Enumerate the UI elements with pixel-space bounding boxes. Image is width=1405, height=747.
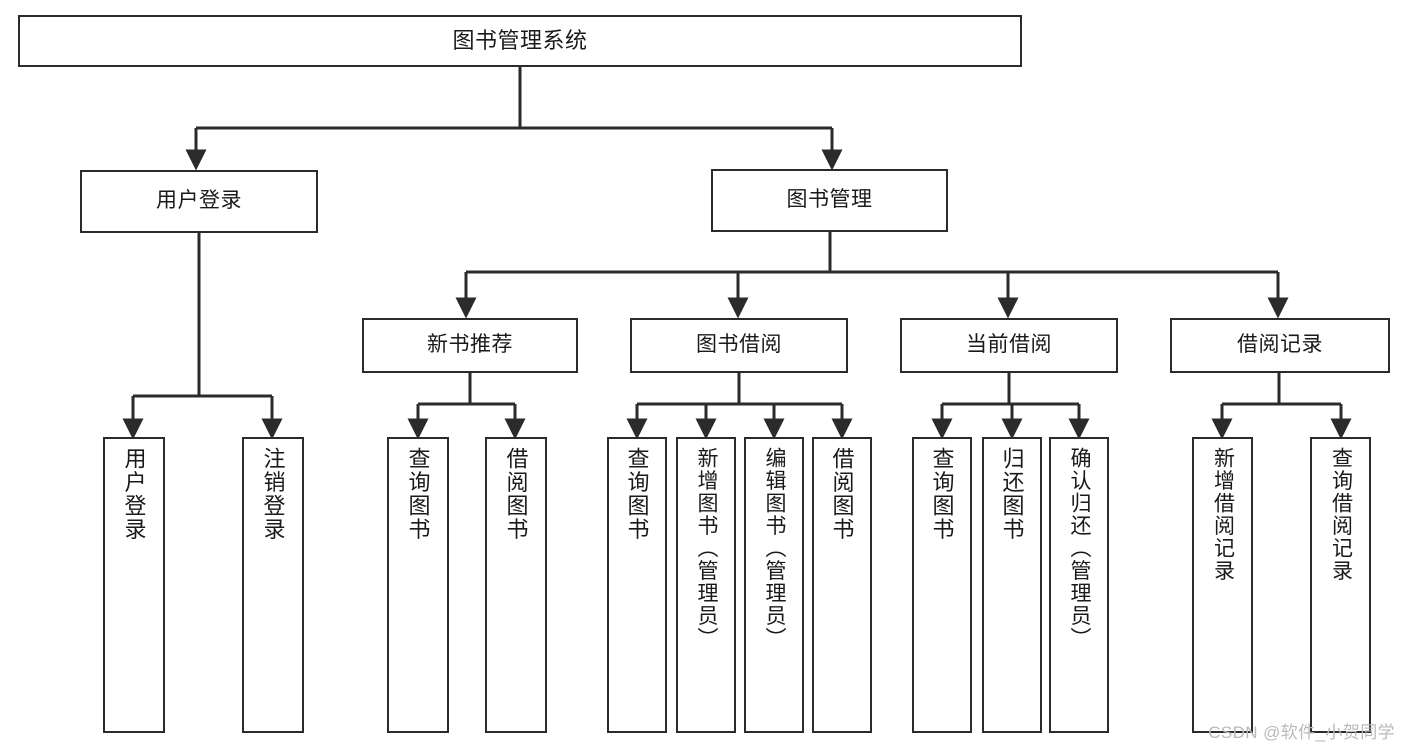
node-label: 新增借阅记录 bbox=[1211, 447, 1235, 582]
node-label: 图书管理 bbox=[786, 188, 873, 212]
node-label: 查询图书 bbox=[405, 447, 431, 541]
node-label: 图书借阅 bbox=[696, 333, 782, 357]
node-label: 注销登录 bbox=[260, 447, 286, 541]
leaf-return-book[interactable]: 归还图书 bbox=[982, 437, 1042, 733]
leaf-borrow-book[interactable]: 借阅图书 bbox=[812, 437, 872, 733]
leaf-add-book-admin[interactable]: 新增图书（管理员） bbox=[676, 437, 736, 733]
node-label: 新增图书（管理员） bbox=[695, 447, 719, 650]
node-book-management[interactable]: 图书管理 bbox=[711, 169, 948, 232]
node-label: 查询图书 bbox=[624, 447, 650, 541]
node-new-book-recommend[interactable]: 新书推荐 bbox=[362, 318, 578, 373]
leaf-user-login[interactable]: 用户登录 bbox=[103, 437, 165, 733]
node-label: 归还图书 bbox=[999, 447, 1025, 541]
leaf-borrow-book-new[interactable]: 借阅图书 bbox=[485, 437, 547, 733]
watermark: CSDN @软件_小贺同学 bbox=[1208, 723, 1395, 742]
node-user-login[interactable]: 用户登录 bbox=[80, 170, 318, 233]
node-label: 编辑图书（管理员） bbox=[763, 447, 787, 650]
leaf-add-borrow-record[interactable]: 新增借阅记录 bbox=[1192, 437, 1253, 733]
leaf-query-book-new[interactable]: 查询图书 bbox=[387, 437, 449, 733]
leaf-confirm-return-admin[interactable]: 确认归还（管理员） bbox=[1049, 437, 1109, 733]
leaf-logout[interactable]: 注销登录 bbox=[242, 437, 304, 733]
leaf-query-borrow-record[interactable]: 查询借阅记录 bbox=[1310, 437, 1371, 733]
leaf-edit-book-admin[interactable]: 编辑图书（管理员） bbox=[744, 437, 804, 733]
node-root-system[interactable]: 图书管理系统 bbox=[18, 15, 1022, 67]
node-label: 新书推荐 bbox=[427, 333, 513, 357]
node-label: 借阅记录 bbox=[1237, 333, 1323, 357]
node-book-borrow[interactable]: 图书借阅 bbox=[630, 318, 848, 373]
node-label: 图书管理系统 bbox=[452, 28, 588, 54]
node-label: 查询图书 bbox=[929, 447, 955, 541]
node-label: 当前借阅 bbox=[966, 333, 1052, 357]
node-label: 借阅图书 bbox=[503, 447, 529, 541]
node-current-borrow[interactable]: 当前借阅 bbox=[900, 318, 1118, 373]
node-label: 借阅图书 bbox=[829, 447, 855, 541]
node-label: 用户登录 bbox=[156, 189, 242, 213]
leaf-query-book-current[interactable]: 查询图书 bbox=[912, 437, 972, 733]
leaf-query-book-borrow[interactable]: 查询图书 bbox=[607, 437, 667, 733]
node-label: 查询借阅记录 bbox=[1329, 447, 1353, 582]
node-label: 用户登录 bbox=[121, 447, 147, 541]
node-label: 确认归还（管理员） bbox=[1068, 447, 1092, 650]
node-borrow-record[interactable]: 借阅记录 bbox=[1170, 318, 1390, 373]
